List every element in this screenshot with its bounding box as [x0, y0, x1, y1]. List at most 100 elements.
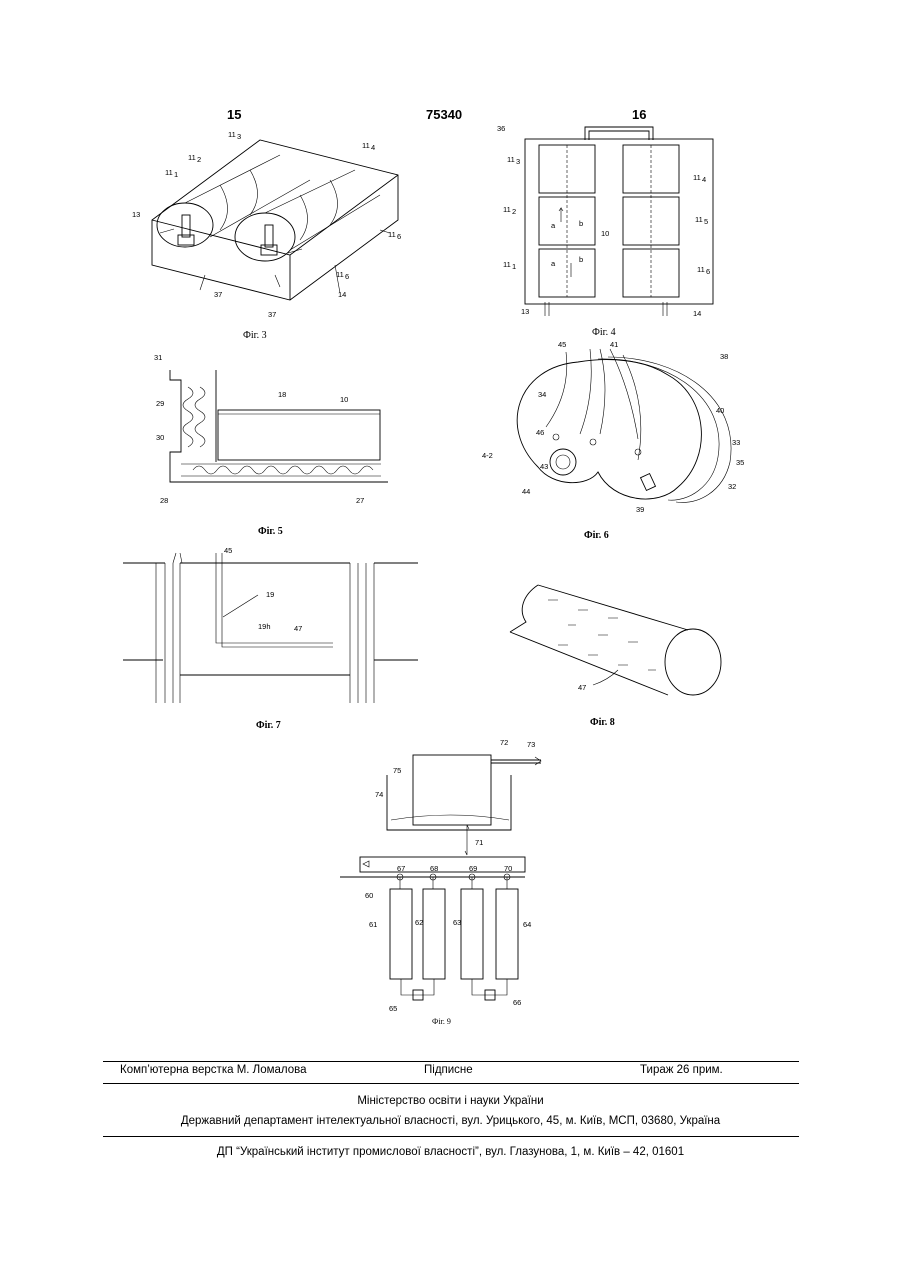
svg-text:47: 47	[578, 683, 586, 692]
svg-text:2: 2	[197, 155, 201, 164]
figure-3-caption: Фіг. 3	[243, 330, 267, 341]
svg-text:1: 1	[174, 170, 178, 179]
svg-text:37: 37	[268, 310, 276, 319]
svg-text:11: 11	[336, 270, 344, 279]
patent-number: 75340	[426, 107, 462, 122]
svg-text:36: 36	[497, 124, 505, 133]
svg-text:11: 11	[228, 130, 236, 139]
svg-text:35: 35	[736, 458, 744, 467]
svg-text:4-2: 4-2	[482, 451, 493, 460]
svg-text:29: 29	[156, 399, 164, 408]
svg-text:34: 34	[538, 390, 546, 399]
svg-text:41: 41	[610, 340, 618, 349]
svg-text:3: 3	[237, 132, 241, 141]
figure-3-drawing: 113 112 111 114 116 116 13 373714	[140, 125, 420, 325]
footer-rule-bottom	[103, 1136, 799, 1137]
svg-text:13: 13	[521, 307, 529, 316]
svg-text:69: 69	[469, 864, 477, 873]
svg-text:6: 6	[345, 272, 349, 281]
svg-text:47: 47	[294, 624, 302, 633]
figure-8-caption: Фіг. 8	[590, 717, 615, 728]
svg-text:2: 2	[512, 207, 516, 216]
svg-text:39: 39	[636, 505, 644, 514]
svg-text:70: 70	[504, 864, 512, 873]
left-page-number: 15	[227, 107, 241, 122]
svg-text:14: 14	[338, 290, 346, 299]
svg-text:5: 5	[704, 217, 708, 226]
figure-5-caption: Фіг. 5	[258, 526, 283, 537]
svg-text:11: 11	[507, 155, 515, 164]
svg-text:11: 11	[188, 153, 196, 162]
svg-text:4: 4	[702, 175, 706, 184]
svg-text:1: 1	[512, 262, 516, 271]
svg-text:11: 11	[503, 260, 511, 269]
svg-text:46: 46	[536, 428, 544, 437]
svg-text:45: 45	[224, 546, 232, 555]
svg-text:18: 18	[278, 390, 286, 399]
svg-text:11: 11	[697, 265, 705, 274]
svg-text:11: 11	[165, 168, 173, 177]
circulation-label: Тираж 26 прим.	[640, 1064, 723, 1076]
svg-text:28: 28	[160, 496, 168, 505]
svg-text:73: 73	[527, 740, 535, 749]
svg-text:b: b	[579, 219, 583, 228]
figure-9-caption: Фіг. 9	[432, 1017, 451, 1026]
svg-text:a: a	[551, 259, 556, 268]
figure-5-drawing: 31 18 10 29 30 28 27	[148, 352, 393, 517]
svg-text:38: 38	[720, 352, 728, 361]
svg-text:60: 60	[365, 891, 373, 900]
svg-text:74: 74	[375, 790, 383, 799]
footer-rule-middle	[103, 1083, 799, 1084]
figure-8-drawing: 47	[508, 570, 723, 705]
svg-text:11: 11	[503, 205, 511, 214]
signed-label: Підписне	[424, 1064, 473, 1076]
svg-text:44: 44	[522, 487, 530, 496]
footer-rule-top	[103, 1061, 799, 1062]
svg-text:11: 11	[693, 173, 701, 182]
svg-text:75: 75	[393, 766, 401, 775]
svg-text:11: 11	[362, 141, 370, 150]
svg-text:37: 37	[214, 290, 222, 299]
figure-7-drawing: 45 19 19h 47	[118, 545, 418, 710]
svg-text:10: 10	[601, 229, 609, 238]
svg-text:27: 27	[356, 496, 364, 505]
svg-text:6: 6	[706, 267, 710, 276]
svg-text:40: 40	[716, 406, 724, 415]
typesetting-credit: Комп’ютерна верстка М. Ломалова	[120, 1064, 307, 1076]
figure-9-drawing: 72 73 75 74 71 67 68 69 70 60 61 62 63 64 65 66	[335, 735, 555, 1020]
svg-text:3: 3	[516, 157, 520, 166]
figure-6-caption: Фіг. 6	[584, 530, 609, 541]
figure-4-drawing: 36 113 114 112 115 111 116 ab ab 10 1314	[495, 122, 720, 327]
svg-text:11: 11	[388, 230, 396, 239]
svg-text:11: 11	[695, 215, 703, 224]
svg-text:33: 33	[732, 438, 740, 447]
institute-line: ДП “Український інститут промислової вла…	[0, 1146, 901, 1158]
svg-text:32: 32	[728, 482, 736, 491]
figure-7-caption: Фіг. 7	[256, 720, 281, 731]
svg-text:a: a	[551, 221, 556, 230]
svg-text:19h: 19h	[258, 622, 271, 631]
department-line: Державний департамент інтелектуальної вл…	[0, 1115, 901, 1127]
svg-text:65: 65	[389, 1004, 397, 1013]
ministry-line: Міністерство освіти і науки України	[0, 1095, 901, 1107]
svg-text:63: 63	[453, 918, 461, 927]
right-page-number: 16	[632, 107, 646, 122]
svg-text:13: 13	[132, 210, 140, 219]
svg-text:30: 30	[156, 433, 164, 442]
figure-6-drawing: 45 41 38 34 40 46 33 4-2 43 35 44 32 39	[478, 337, 743, 522]
svg-text:10: 10	[340, 395, 348, 404]
svg-text:6: 6	[397, 232, 401, 241]
svg-text:19: 19	[266, 590, 274, 599]
svg-text:71: 71	[475, 838, 483, 847]
svg-text:64: 64	[523, 920, 531, 929]
svg-text:31: 31	[154, 353, 162, 362]
svg-text:67: 67	[397, 864, 405, 873]
svg-text:61: 61	[369, 920, 377, 929]
svg-text:68: 68	[430, 864, 438, 873]
svg-text:72: 72	[500, 738, 508, 747]
svg-text:43: 43	[540, 462, 548, 471]
svg-text:66: 66	[513, 998, 521, 1007]
svg-text:45: 45	[558, 340, 566, 349]
svg-text:62: 62	[415, 918, 423, 927]
svg-text:14: 14	[693, 309, 701, 318]
